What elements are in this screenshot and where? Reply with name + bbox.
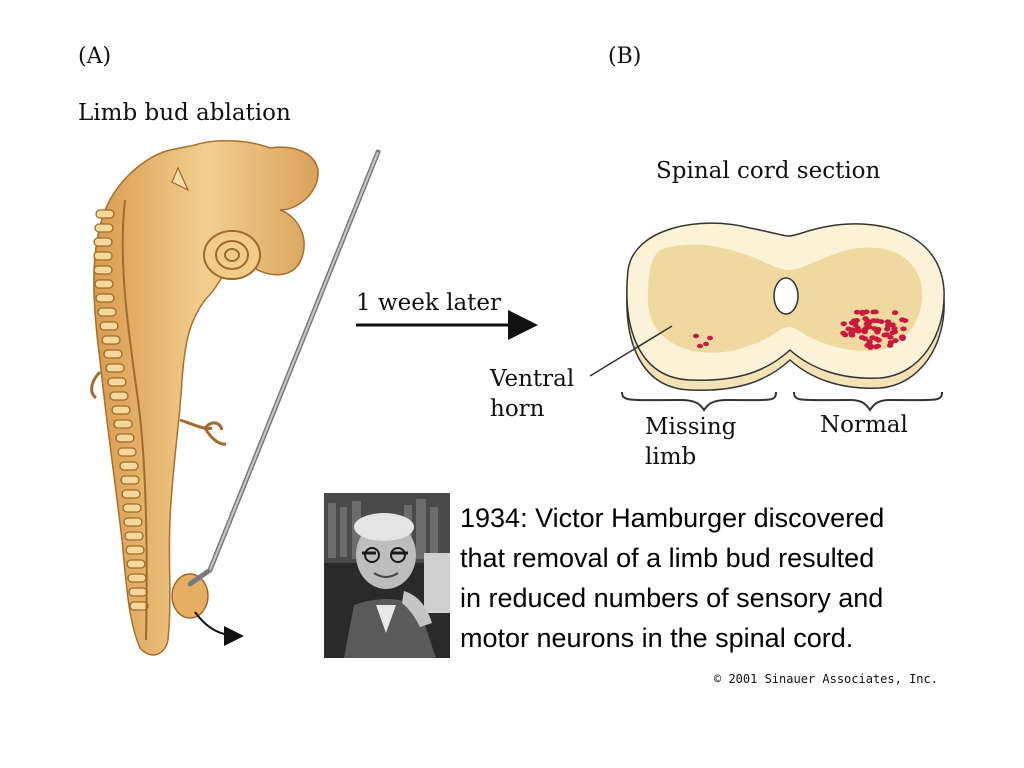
neuron-dot	[854, 327, 861, 333]
neuron-dot	[863, 325, 870, 331]
panel-a-label: (A)	[78, 44, 112, 69]
neuron-dot	[874, 343, 882, 349]
neuron-dot	[850, 318, 858, 324]
spinal-cord-section-illustration	[589, 222, 945, 412]
caption-line-1: 1934: Victor Hamburger discovered	[460, 503, 885, 533]
neuron-dot	[697, 343, 703, 349]
neurons-normal-side	[840, 309, 909, 350]
one-week-later-label: 1 week later	[356, 290, 502, 316]
missing-limb-line1: Missing	[645, 414, 737, 440]
neuron-dot	[889, 330, 896, 336]
neuron-dot	[693, 333, 699, 339]
neuron-dot	[866, 339, 873, 345]
neuron-dot	[881, 332, 888, 338]
neuron-dot	[884, 326, 891, 332]
portrait-photo	[324, 493, 450, 658]
neuron-dot	[884, 319, 892, 325]
copyright-notice: © 2001 Sinauer Associates, Inc.	[714, 672, 938, 686]
neurons-missing-side	[693, 333, 713, 349]
limb-bud-ablation-title: Limb bud ablation	[78, 100, 291, 126]
normal-label: Normal	[820, 412, 908, 438]
ventral-horn-line1: Ventral	[490, 366, 575, 392]
neuron-dot	[703, 341, 709, 347]
missing-limb-label: Missing limb	[645, 412, 736, 472]
neuron-dot	[863, 309, 870, 315]
neuron-dot	[861, 329, 868, 335]
neuron-dot	[892, 338, 899, 343]
central-canal	[773, 277, 799, 315]
neuron-dot	[891, 326, 898, 331]
neuron-dot	[874, 318, 881, 324]
neuron-dot	[889, 322, 896, 328]
neuron-dot	[840, 321, 847, 327]
panel-b-label: (B)	[608, 44, 642, 69]
embryo-illustration	[90, 139, 381, 656]
neuron-dot	[870, 309, 877, 315]
ventral-horn-line2: horn	[490, 396, 545, 422]
neuron-dot	[849, 327, 856, 333]
ventral-horn-label: Ventral horn	[490, 364, 574, 424]
neuron-dot	[891, 310, 899, 316]
neuron-dot	[871, 326, 878, 331]
caption-line-3: in reduced numbers of sensory and	[460, 583, 884, 613]
neuron-dot	[853, 309, 861, 315]
neuron-dot	[840, 330, 847, 336]
neuron-dot	[707, 335, 713, 341]
neuron-dot	[867, 345, 874, 350]
neuron-dot	[899, 336, 906, 341]
caption: 1934: Victor Hamburger discovered that r…	[460, 498, 1020, 658]
neuron-dot	[887, 334, 894, 340]
neuron-dot	[862, 316, 869, 322]
spinal-cord-section-title: Spinal cord section	[656, 158, 881, 184]
neuron-dot	[861, 336, 869, 342]
neuron-dot	[900, 326, 907, 332]
neuron-dot	[863, 321, 871, 327]
neuron-dot	[873, 336, 880, 342]
caption-line-2: that removal of a limb bud resulted	[460, 543, 875, 573]
neuron-dot	[899, 317, 906, 323]
missing-limb-line2: limb	[645, 444, 697, 470]
caption-line-4: motor neurons in the spinal cord.	[460, 623, 854, 653]
